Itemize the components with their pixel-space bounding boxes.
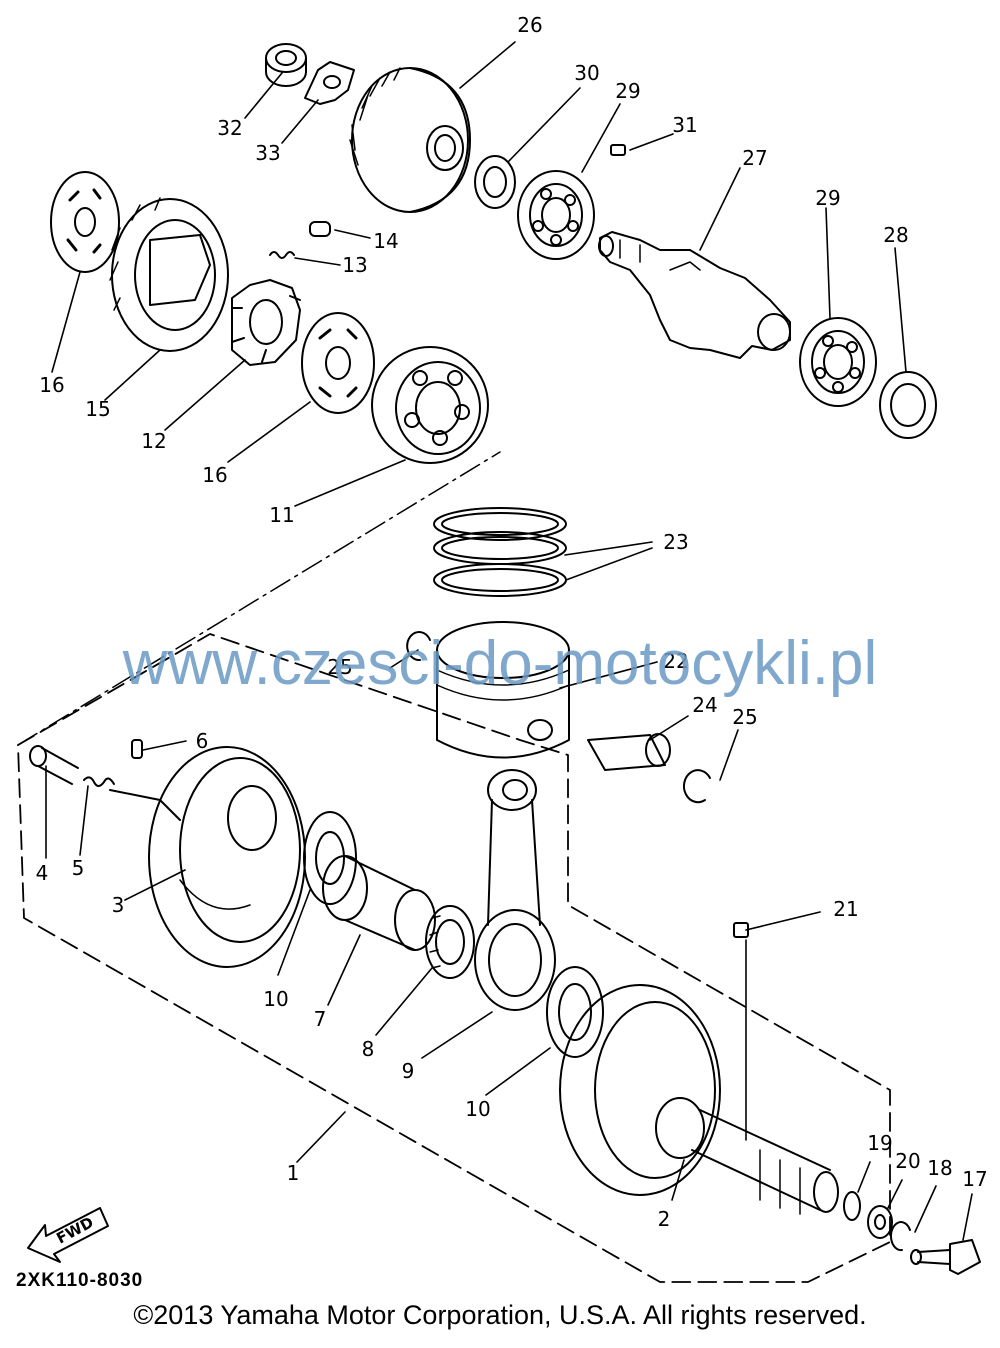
part-12-hub bbox=[231, 279, 301, 366]
part-25-clip-lower bbox=[682, 769, 711, 804]
part-5-spring bbox=[83, 776, 115, 787]
part-2-crank-web-right bbox=[559, 984, 839, 1215]
diagram-code: 2XK110-8030 bbox=[16, 1270, 144, 1291]
callout-c16b: 16 bbox=[202, 463, 227, 487]
callout-c26: 26 bbox=[517, 13, 542, 37]
part-28-oil-seal bbox=[879, 371, 937, 439]
callout-c24: 24 bbox=[692, 693, 717, 717]
callout-c5: 5 bbox=[72, 856, 85, 880]
callout-c2: 2 bbox=[658, 1207, 671, 1231]
part-8-needle-bearing bbox=[425, 905, 475, 979]
part-30-oil-seal bbox=[474, 155, 516, 209]
callout-c25a: 25 bbox=[327, 655, 352, 679]
part-11-bearing bbox=[371, 346, 489, 464]
part-22-piston bbox=[436, 621, 570, 759]
part-19-oring bbox=[843, 1191, 861, 1221]
callout-leader-lines bbox=[45, 41, 973, 1241]
part-33-lock-washer bbox=[304, 61, 355, 105]
callout-c17: 17 bbox=[962, 1167, 987, 1191]
callout-c11: 11 bbox=[269, 503, 294, 527]
part-4-bolt bbox=[29, 745, 79, 785]
callout-c10a: 10 bbox=[263, 987, 288, 1011]
callout-c12: 12 bbox=[141, 429, 166, 453]
callout-c16a: 16 bbox=[39, 373, 64, 397]
callout-c18: 18 bbox=[927, 1156, 952, 1180]
callout-c21: 21 bbox=[833, 897, 858, 921]
callout-c32: 32 bbox=[217, 116, 242, 140]
callout-c33: 33 bbox=[255, 141, 280, 165]
part-7-crank-pin bbox=[322, 855, 436, 951]
callout-c22: 22 bbox=[663, 649, 688, 673]
part-29-bearing-right bbox=[799, 317, 877, 407]
bearing-reference-line bbox=[17, 451, 501, 746]
part-25-clip-upper bbox=[406, 631, 431, 662]
callout-c14: 14 bbox=[373, 229, 398, 253]
callout-c28: 28 bbox=[883, 223, 908, 247]
part-29-bearing-upper bbox=[517, 170, 595, 260]
callout-c20: 20 bbox=[895, 1149, 920, 1173]
part-15-gear bbox=[109, 197, 229, 352]
part-23-piston-rings bbox=[433, 507, 567, 597]
callout-c4: 4 bbox=[36, 861, 49, 885]
part-27-balancer-shaft bbox=[598, 231, 791, 359]
copyright-notice: ©2013 Yamaha Motor Corporation, U.S.A. A… bbox=[133, 1300, 867, 1330]
part-20-washer bbox=[867, 1205, 893, 1239]
part-17-bolt bbox=[910, 1239, 981, 1275]
part-13-spring bbox=[269, 251, 295, 259]
callout-c15: 15 bbox=[85, 397, 110, 421]
callout-c8: 8 bbox=[362, 1037, 375, 1061]
part-14-pin bbox=[309, 221, 331, 237]
part-6-pin bbox=[131, 739, 143, 759]
part-26-balancer-gear bbox=[349, 67, 471, 213]
part-10-washer-right bbox=[546, 966, 604, 1058]
callout-c1: 1 bbox=[287, 1161, 300, 1185]
callout-c30: 30 bbox=[574, 61, 599, 85]
part-16-plate-upper bbox=[50, 171, 120, 273]
part-31-key bbox=[610, 144, 626, 156]
part-24-piston-pin bbox=[587, 733, 671, 771]
callout-c7: 7 bbox=[314, 1007, 327, 1031]
callout-c23: 23 bbox=[663, 530, 688, 554]
callout-c13: 13 bbox=[342, 253, 367, 277]
callout-c10b: 10 bbox=[465, 1097, 490, 1121]
callout-c25b: 25 bbox=[732, 705, 757, 729]
part-18-spring-washer bbox=[890, 1221, 911, 1252]
callout-c31: 31 bbox=[672, 113, 697, 137]
crank-assembly-boundary bbox=[17, 633, 891, 1283]
callout-c29a: 29 bbox=[615, 79, 640, 103]
callout-c9: 9 bbox=[402, 1059, 415, 1083]
callout-c3: 3 bbox=[112, 893, 125, 917]
callout-c19: 19 bbox=[867, 1131, 892, 1155]
fwd-arrow-icon: FWD bbox=[27, 1207, 109, 1263]
callout-c6: 6 bbox=[196, 729, 209, 753]
callout-c27: 27 bbox=[742, 146, 767, 170]
part-32-collar bbox=[265, 43, 307, 87]
part-16-plate-lower bbox=[301, 312, 375, 414]
part-10-washer-left bbox=[303, 811, 357, 905]
callout-c29b: 29 bbox=[815, 186, 840, 210]
part-3-crank-web-left bbox=[109, 746, 306, 968]
part-9-connecting-rod bbox=[474, 769, 556, 1011]
